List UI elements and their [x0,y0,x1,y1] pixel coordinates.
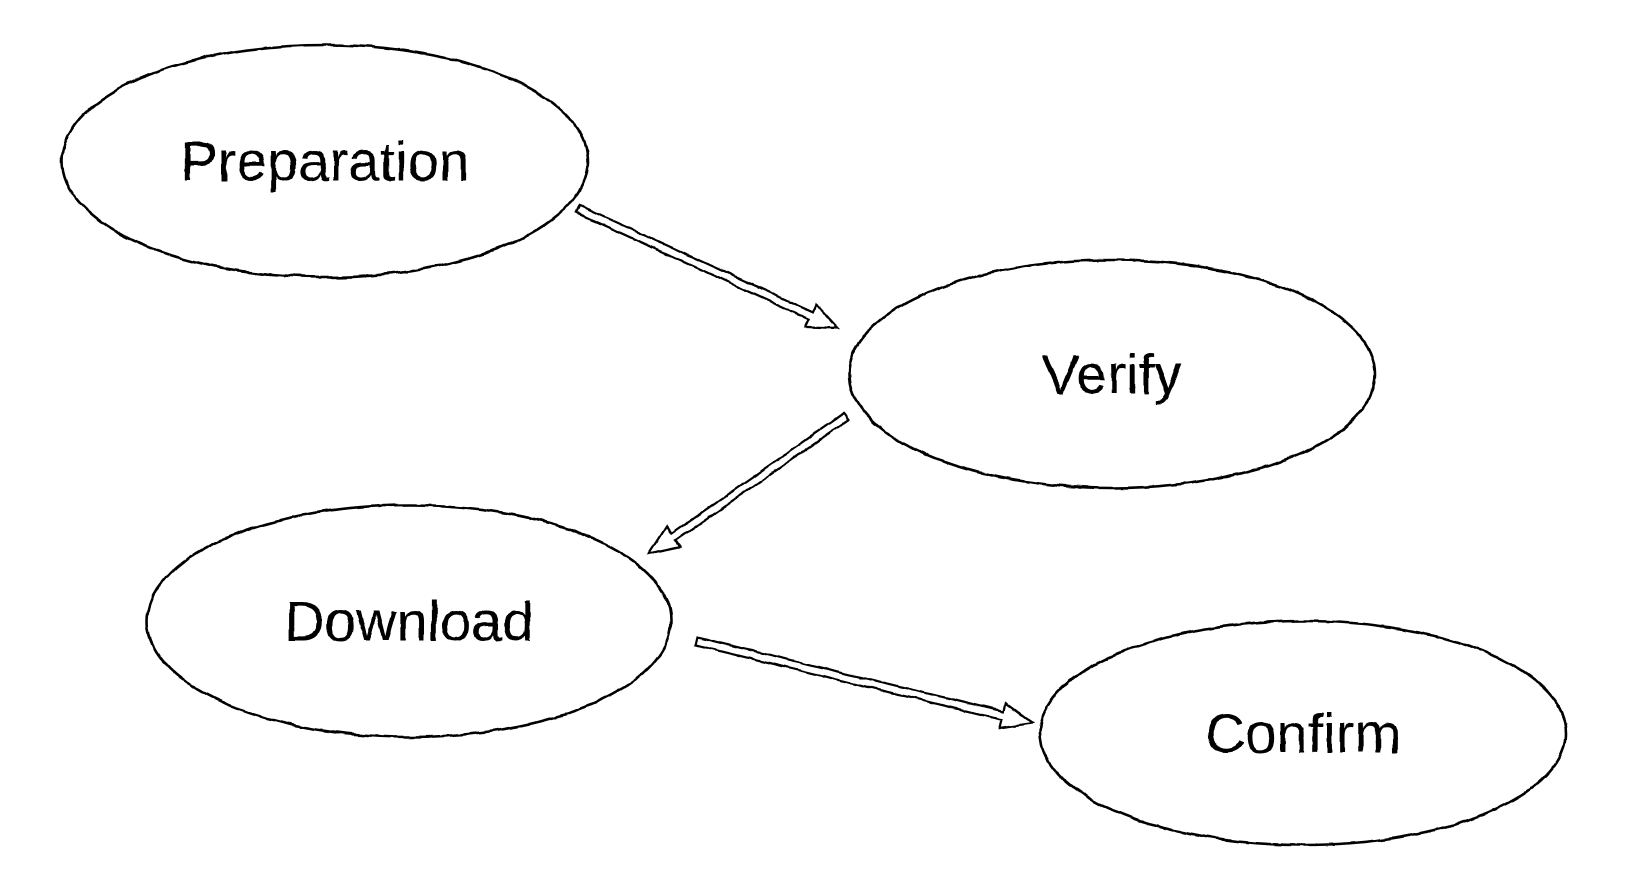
node-ellipse-download [145,503,673,739]
arrow-shape-verify-to-download [646,412,850,556]
arrow-download-to-confirm [693,635,1035,730]
node-ellipse-verify [847,258,1377,490]
node-preparation: Preparation [60,43,590,279]
node-label-download: Download [284,590,533,653]
arrow-shape-preparation-to-verify [574,203,841,330]
node-label-verify: Verify [1042,343,1182,406]
node-label-confirm: Confirm [1205,702,1401,765]
arrow-shape-download-to-confirm [693,635,1035,730]
node-label-preparation: Preparation [180,130,470,193]
node-confirm: Confirm [1038,619,1568,847]
arrow-preparation-to-verify [574,203,841,330]
node-download: Download [145,503,673,739]
node-verify: Verify [847,258,1377,490]
node-ellipse-confirm [1038,619,1568,847]
arrow-verify-to-download [646,412,850,556]
node-ellipse-preparation [60,43,590,279]
